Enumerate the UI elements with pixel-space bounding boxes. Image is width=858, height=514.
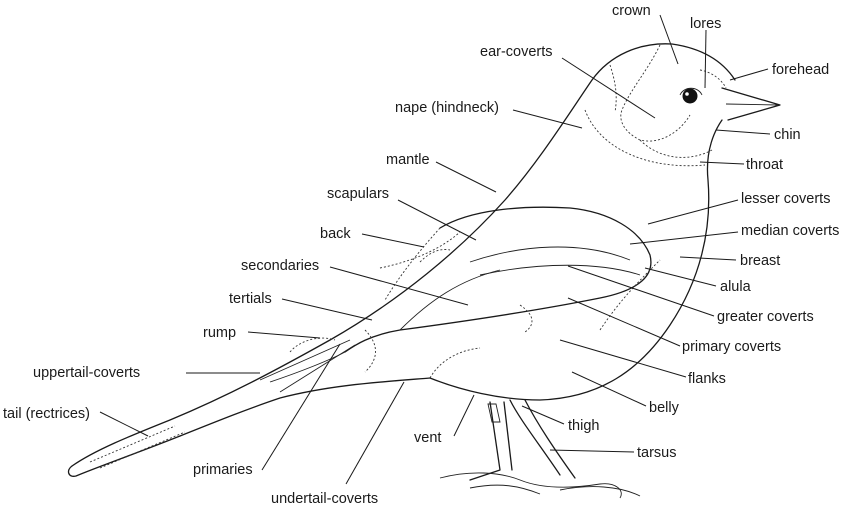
label-greater-coverts: greater coverts: [717, 309, 814, 325]
labels: crown lores forehead ear-coverts nape (h…: [3, 3, 839, 507]
label-crown: crown: [612, 3, 651, 19]
label-back: back: [320, 226, 351, 242]
label-tail: tail (rectrices): [3, 406, 90, 422]
label-forehead: forehead: [772, 62, 829, 78]
label-median-coverts: median coverts: [741, 223, 839, 239]
label-uppertail-coverts: uppertail-coverts: [33, 365, 140, 381]
label-nape: nape (hindneck): [395, 100, 499, 116]
label-breast: breast: [740, 253, 780, 269]
label-rump: rump: [203, 325, 236, 341]
label-ear-coverts: ear-coverts: [480, 44, 553, 60]
label-primaries: primaries: [193, 462, 253, 478]
label-primary-coverts: primary coverts: [682, 339, 781, 355]
label-secondaries: secondaries: [241, 258, 319, 274]
label-lores: lores: [690, 16, 721, 32]
label-throat: throat: [746, 157, 783, 173]
label-flanks: flanks: [688, 371, 726, 387]
label-chin: chin: [774, 127, 801, 143]
label-thigh: thigh: [568, 418, 599, 434]
label-tertials: tertials: [229, 291, 272, 307]
label-tarsus: tarsus: [637, 445, 677, 461]
label-alula: alula: [720, 279, 752, 295]
label-lesser-coverts: lesser coverts: [741, 191, 830, 207]
label-undertail-coverts: undertail-coverts: [271, 491, 378, 507]
label-belly: belly: [649, 400, 680, 416]
label-vent: vent: [414, 430, 441, 446]
label-mantle: mantle: [386, 152, 430, 168]
label-scapulars: scapulars: [327, 186, 389, 202]
